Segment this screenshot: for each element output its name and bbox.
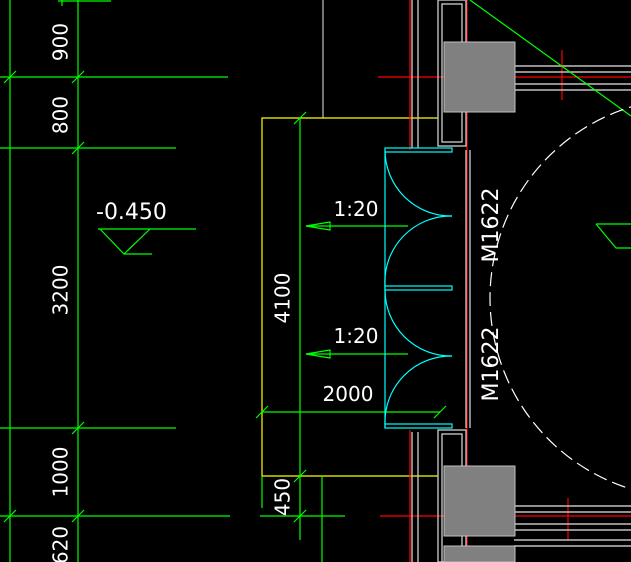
dashed-circle-outline — [489, 106, 631, 490]
ramp-dimension-lines — [255, 111, 447, 562]
dim-4100-label: 4100 — [271, 273, 295, 324]
dim-450-label: 450 — [271, 478, 295, 516]
dim-2000-label: 2000 — [323, 382, 374, 406]
walls — [411, 0, 631, 562]
elevation-label: -0.450 — [96, 200, 167, 225]
columns — [443, 41, 516, 562]
elevation-marker — [98, 228, 196, 255]
door-swings — [384, 147, 453, 429]
diagonal-lines — [469, 0, 631, 249]
top-lines — [58, 0, 324, 118]
slope-lower-label: 1:20 — [334, 324, 379, 348]
dim-3200-label: 3200 — [49, 265, 73, 316]
door-upper-label: M1622 — [479, 188, 504, 263]
slope-upper-label: 1:20 — [334, 197, 379, 221]
left-dimension-chain — [0, 0, 230, 562]
dim-1000-label: 1000 — [49, 447, 73, 498]
slope-arrows — [305, 221, 408, 359]
ramp-outline — [261, 117, 438, 477]
dim-900-label: 900 — [49, 23, 73, 61]
dim-620-label: 620 — [49, 526, 73, 562]
dim-800-label: 800 — [49, 96, 73, 134]
door-lower-label: M1622 — [479, 327, 504, 402]
